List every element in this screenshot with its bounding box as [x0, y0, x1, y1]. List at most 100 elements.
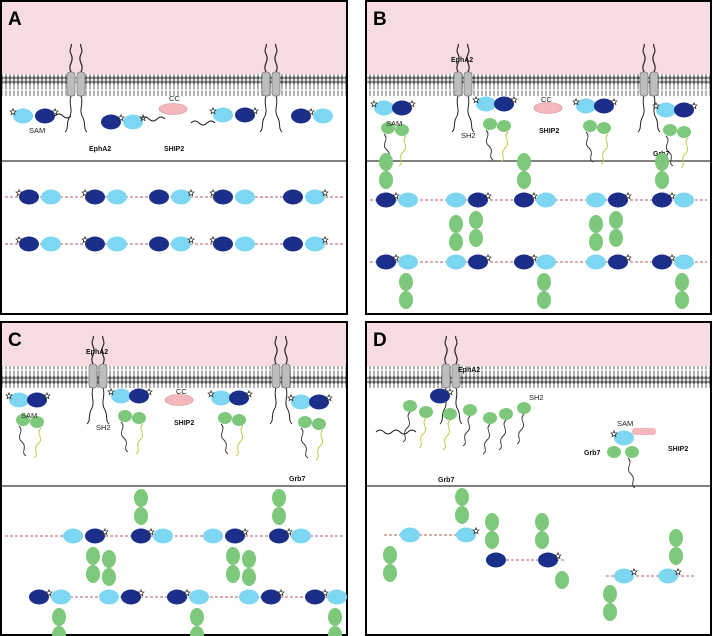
grb7-label: Grb7: [289, 476, 305, 483]
star-phosphotyrosine-icon: [392, 191, 400, 200]
sam-domain-light: [446, 254, 466, 270]
sam-domain-light: [327, 589, 347, 605]
star-phosphotyrosine-icon: [572, 97, 580, 106]
sam-domain-dark: [229, 390, 249, 406]
sh2-label: SH2: [461, 131, 476, 140]
grb7-sh2-domain: [677, 126, 691, 138]
sam-domain-dark: [674, 102, 694, 118]
sam-domain-dark: [608, 192, 628, 208]
cc-label: CC: [541, 95, 552, 104]
grb7-sh2-domain: [399, 273, 413, 291]
grb7-sh2-domain: [449, 215, 463, 233]
star-phosphotyrosine-icon: [187, 188, 195, 197]
grb7-sh2-domain: [469, 229, 483, 247]
sam-domain-light: [235, 189, 255, 205]
star-phosphotyrosine-icon: [81, 188, 89, 197]
sam-domain-light: [189, 589, 209, 605]
sam-domain-dark: [149, 236, 169, 252]
star-phosphotyrosine-icon: [43, 391, 51, 400]
grb7-sh2-domain: [485, 513, 499, 531]
star-phosphotyrosine-icon: [668, 191, 676, 200]
sam-domain-dark: [213, 236, 233, 252]
star-phosphotyrosine-icon: [554, 551, 562, 560]
flexible-tail: [135, 423, 144, 455]
grb7-sh2-domain: [669, 547, 683, 565]
disordered-linker: [54, 113, 72, 119]
grb7-sh2-domain: [455, 488, 469, 506]
grb7-sh2-domain: [226, 547, 240, 565]
grb7-sh2-domain: [226, 565, 240, 583]
grb7-sh2-domain: [597, 122, 611, 134]
epha2-label: EphA2: [89, 146, 111, 153]
sam-domain-dark: [101, 114, 121, 130]
grb7-sh2-domain: [497, 120, 511, 132]
sam-domain-light: [107, 236, 127, 252]
grb7-sh2-domain: [469, 211, 483, 229]
flexible-tail: [220, 423, 229, 455]
sam-domain-light: [213, 107, 233, 123]
sam-domain-dark: [376, 192, 396, 208]
grb7-sh2-domain: [86, 565, 100, 583]
sam-domain-light: [674, 192, 694, 208]
grb7-sh2-domain: [102, 568, 116, 586]
sam-domain-light: [656, 102, 676, 118]
sam-domain-dark: [131, 528, 151, 544]
sam-domain-light: [446, 192, 466, 208]
flexible-tail: [627, 457, 636, 489]
grb7-sh2-domain: [455, 506, 469, 524]
star-phosphotyrosine-icon: [251, 106, 259, 115]
flexible-tail: [18, 425, 27, 457]
flexible-tail: [516, 413, 525, 445]
sam-domain-light: [291, 528, 311, 544]
sam-domain-light: [107, 189, 127, 205]
extracellular-space: [1, 322, 347, 366]
grb7-sh2-domain: [517, 171, 531, 189]
grb7-sh2-domain: [625, 446, 639, 458]
grb7-sh2-domain: [583, 120, 597, 132]
sam-domain-dark: [514, 254, 534, 270]
panel-frame: [365, 0, 712, 315]
star-phosphotyrosine-icon: [325, 393, 333, 402]
transmembrane-receptor-icon: [637, 43, 661, 133]
star-phosphotyrosine-icon: [209, 235, 217, 244]
sam-domain-light: [586, 254, 606, 270]
sam-domain-dark: [167, 589, 187, 605]
sam-domain-light: [41, 236, 61, 252]
sam-domain-dark: [309, 394, 329, 410]
grb7-sh2-domain: [52, 626, 66, 636]
star-phosphotyrosine-icon: [624, 253, 632, 262]
sam-domain-light: [576, 98, 596, 114]
extracellular-space: [366, 1, 711, 74]
sam-domain-light: [536, 254, 556, 270]
sam-domain-light: [239, 589, 259, 605]
sam-domain-light: [658, 568, 678, 584]
sam-domain-dark: [85, 189, 105, 205]
ship2-label: SHIP2: [539, 128, 559, 135]
sam-domain-light: [398, 254, 418, 270]
star-phosphotyrosine-icon: [117, 113, 125, 122]
sam-domain-dark: [121, 589, 141, 605]
disordered-linker: [375, 429, 417, 435]
star-phosphotyrosine-icon: [245, 389, 253, 398]
grb7-sh2-domain: [381, 122, 395, 134]
sh2-label: SH2: [96, 423, 111, 432]
disordered-linker: [190, 120, 216, 126]
sam-domain-dark: [514, 192, 534, 208]
star-phosphotyrosine-icon: [107, 387, 115, 396]
transmembrane-receptor-icon: [64, 43, 88, 133]
sam-domain-light: [9, 392, 29, 408]
sam-domain-dark: [29, 589, 49, 605]
sam-domain-dark: [376, 254, 396, 270]
grb7-sh2-domain: [589, 233, 603, 251]
star-phosphotyrosine-icon: [137, 588, 145, 597]
star-phosphotyrosine-icon: [287, 393, 295, 402]
sam-domain-light: [586, 192, 606, 208]
grb7-sh2-domain: [16, 414, 30, 426]
star-phosphotyrosine-icon: [15, 188, 23, 197]
star-phosphotyrosine-icon: [630, 567, 638, 576]
sam-domain-light: [171, 236, 191, 252]
star-phosphotyrosine-icon: [674, 567, 682, 576]
star-phosphotyrosine-icon: [321, 235, 329, 244]
disordered-linker: [140, 116, 166, 122]
transmembrane-receptor-icon: [259, 43, 283, 133]
